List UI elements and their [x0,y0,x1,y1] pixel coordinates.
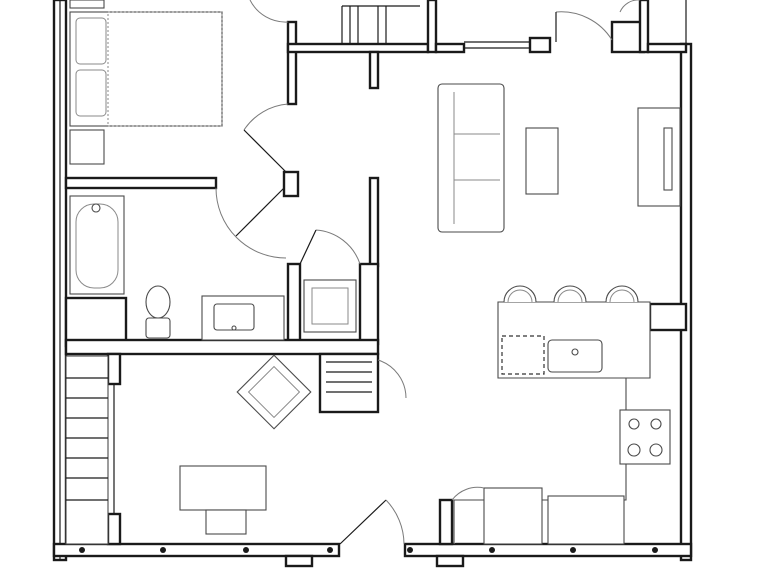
toilet-bowl [145,285,171,319]
exterior-walls [52,0,693,568]
top-openings [464,0,640,49]
tv [663,127,673,191]
washer [303,279,357,333]
bed-blanket [107,11,223,127]
wall-stub [368,50,380,90]
landing-door-swing [377,359,407,399]
wall-marker [570,547,576,553]
wall-marker [327,547,333,553]
pantry-door-swing [451,486,485,501]
wall-marker [652,547,658,553]
stair [65,355,109,545]
wall-marker [407,547,413,553]
armchair [236,354,312,430]
living-room [437,83,681,233]
wall-bath-bottom [64,338,380,356]
wall-bedroom-door-post [282,170,300,198]
burner [650,418,662,430]
wall-bath-block [64,296,128,348]
bathroom [69,187,287,341]
wall-bottom-right [403,542,693,558]
bedroom-door [243,129,287,173]
wall-bedroom-right [286,20,298,106]
bar-stool-seat [609,289,635,303]
bedroom-door-swing [243,103,289,131]
burner [649,443,663,457]
top-door-swing [249,0,289,23]
bath-door-swing [215,187,287,259]
stove [619,409,671,465]
bar-stool-seat [557,289,583,303]
bar-stool [553,285,587,303]
closet-door-swing [315,229,361,265]
tub-drain [91,203,101,213]
hall-closet [341,5,420,44]
washer-door [311,287,349,325]
closet-door [299,229,317,265]
bar-stool [605,285,639,303]
nightstand-top [69,0,105,9]
wall-marker [243,547,249,553]
wall-office-bottom-stub [106,512,122,546]
wall-bath-right [368,176,380,268]
interior-walls [64,0,688,546]
bath-door [235,187,285,237]
burner [628,418,640,430]
dishwasher [501,335,545,375]
sofa [437,83,505,233]
bar-stool-seat [507,289,533,303]
wall-kitchen-post [648,302,688,332]
wall-closet-left [286,262,302,346]
kitchen-faucet [571,348,579,356]
wall-stair-block [318,352,380,414]
pillow-1 [75,17,107,65]
wall-marker [79,547,85,553]
entry-door [339,499,387,545]
closet-door-swing [555,11,613,41]
entry-door-swing [385,499,405,545]
wall-top-post [528,36,552,54]
tv-console [637,107,681,207]
wall-closet-right [358,262,380,346]
pantry [547,495,625,545]
bed [69,11,223,127]
desk-chair [205,509,247,535]
wall-marker [489,547,495,553]
wall-right [679,42,693,562]
refrigerator [483,487,543,545]
wall-top-right-cap [646,42,688,54]
wall-markers [79,547,658,553]
window-bump-1 [284,554,314,568]
office-room [65,354,405,545]
bedroom [69,0,289,173]
wall-hall-top [286,42,430,54]
burner [627,443,641,457]
small-door-swing [619,0,640,13]
kitchen [451,285,671,545]
wall-top-center [426,0,438,54]
wall-bedroom-bottom [64,176,218,190]
wall-office-stub [106,352,122,386]
window-bump-2 [435,554,465,568]
stair-landing [326,359,407,399]
wall-top-return [434,42,466,54]
faucet [231,325,237,331]
pillow-2 [75,69,107,117]
toilet-tank [145,317,171,339]
nightstand [69,129,105,165]
bar-stool [503,285,537,303]
desk [179,465,267,511]
closet [299,229,361,333]
wall-top-right [638,0,650,54]
wall-door-post-right [438,498,454,546]
coffee-table [525,127,559,195]
wall-marker [160,547,166,553]
wall-bottom-left [52,542,341,558]
kitchen-sink [547,339,603,373]
